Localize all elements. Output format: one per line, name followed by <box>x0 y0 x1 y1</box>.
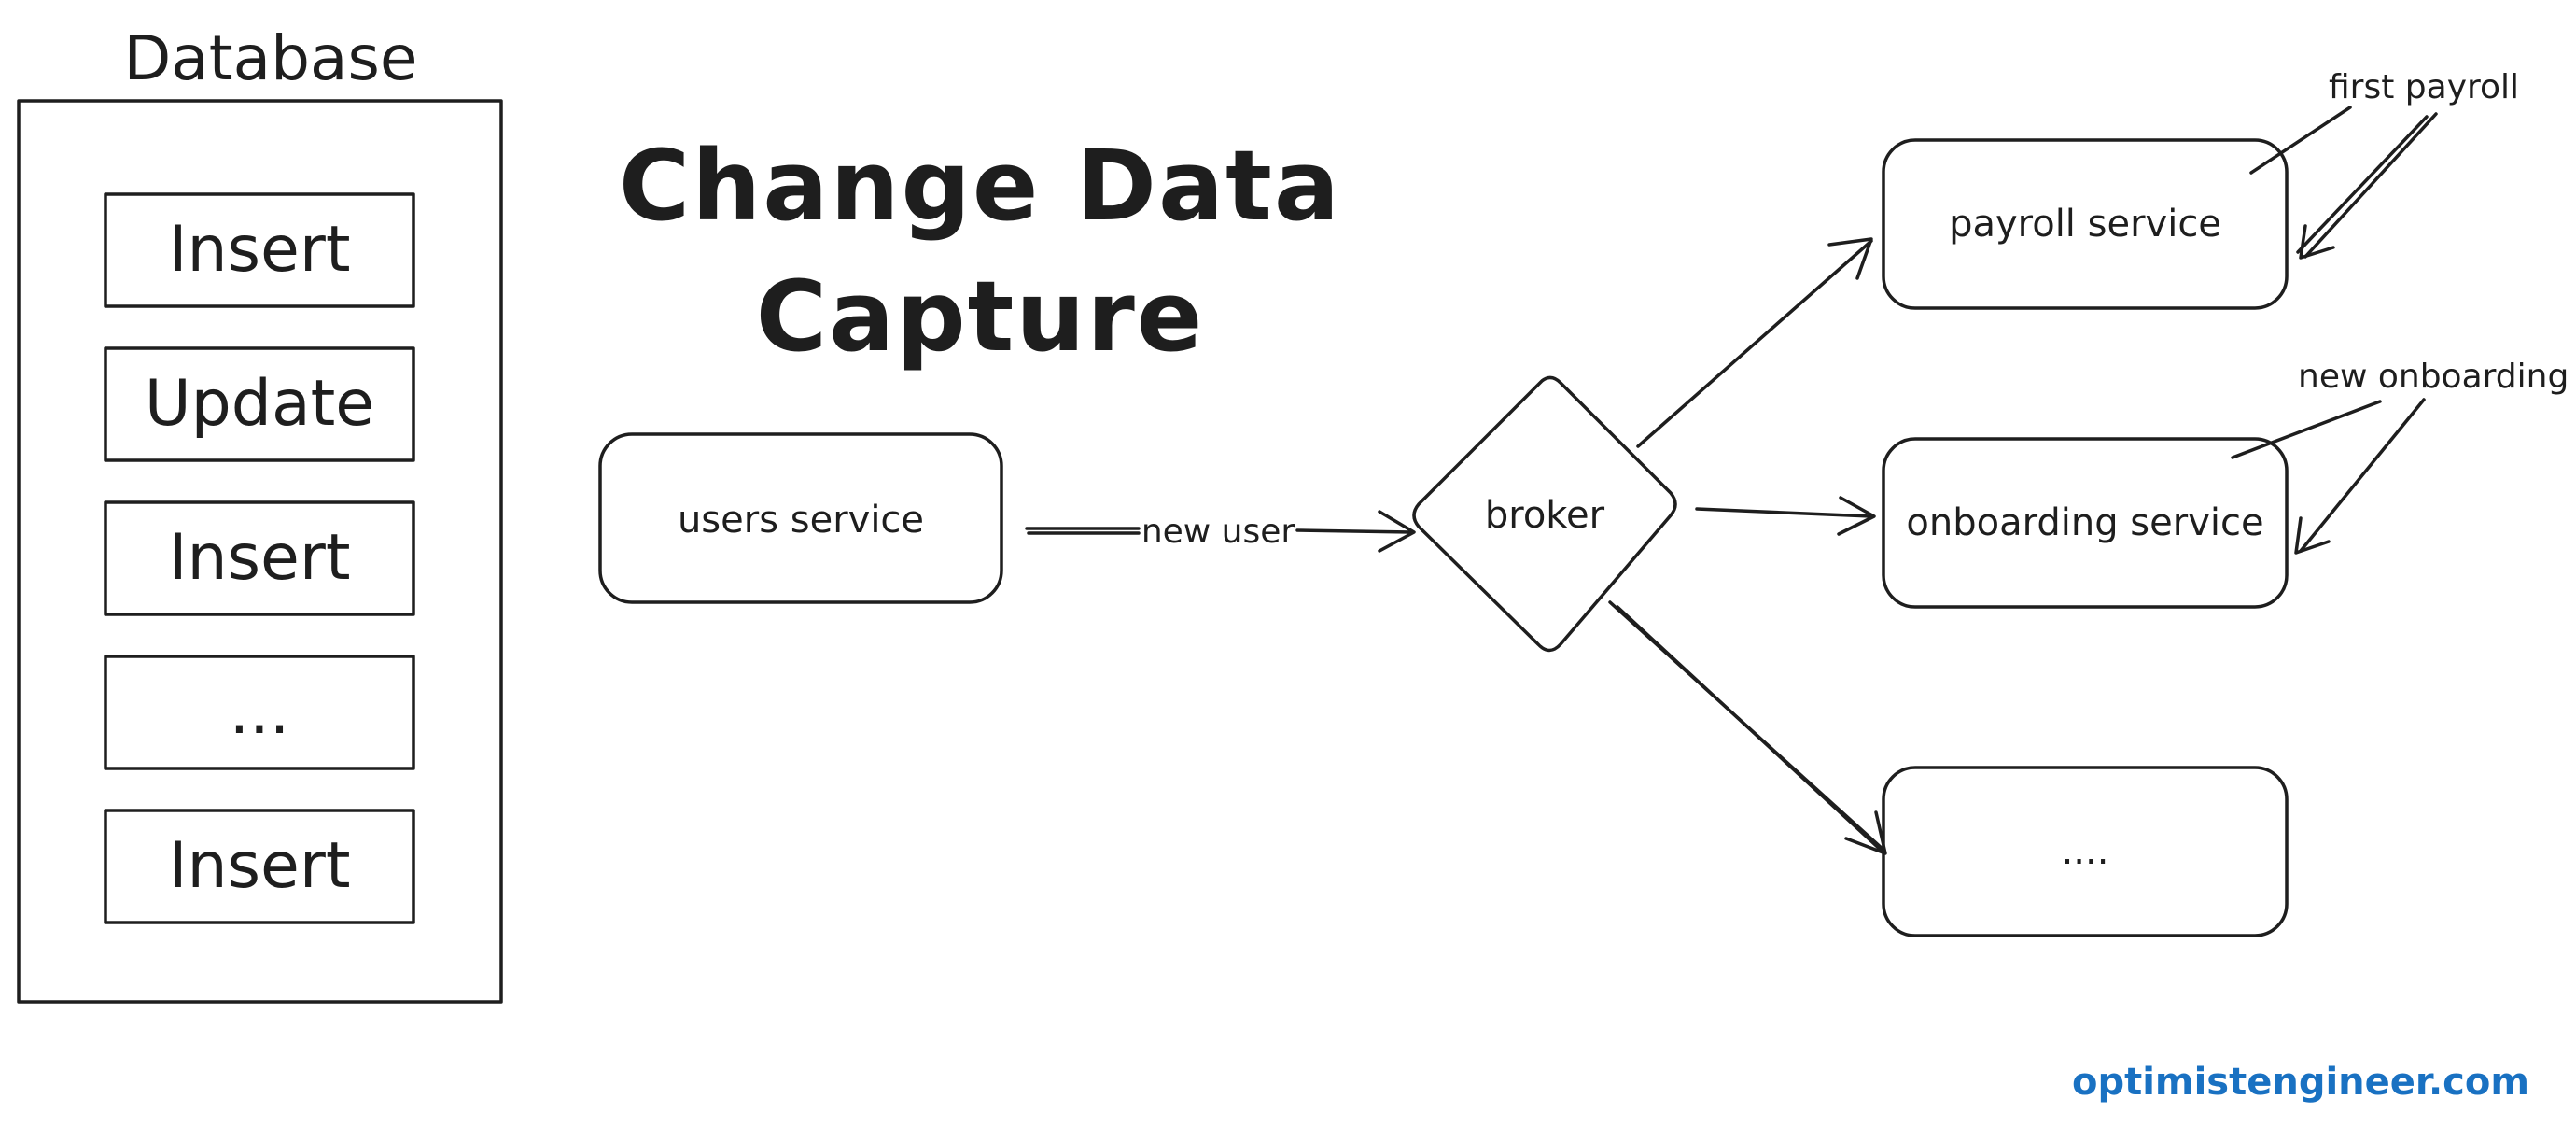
note-new-onboarding-label: new onboarding <box>2298 358 2569 396</box>
onboarding-service-label: onboarding service <box>1906 501 2263 544</box>
database-title: Database <box>124 22 418 94</box>
broker-label: broker <box>1485 494 1605 537</box>
db-op-2: Update <box>104 346 415 462</box>
more-services-label: .... <box>2062 830 2109 873</box>
edge-broker-to-more <box>1608 600 1887 855</box>
edge-broker-to-payroll <box>1636 237 1873 448</box>
db-op-label: Update <box>145 367 374 441</box>
db-op-label: Insert <box>168 213 350 287</box>
db-op-4: ... <box>104 655 415 770</box>
db-op-5: Insert <box>104 809 415 924</box>
users-service-node: users service <box>598 432 1003 604</box>
db-op-1: Insert <box>104 192 415 308</box>
database-container <box>17 99 503 1004</box>
diagram-title-line-2: Capture <box>756 260 1205 373</box>
edge-broker-to-onboarding <box>1695 496 1876 536</box>
note-new-onboarding: new onboarding <box>2231 358 2569 555</box>
db-op-3: Insert <box>104 500 415 616</box>
payroll-service-label: payroll service <box>1949 203 2221 246</box>
edge-label-new-user: new user <box>1141 513 1295 551</box>
watermark-url[interactable]: optimistengineer.com <box>2072 1061 2529 1104</box>
note-first-payroll: first payroll <box>2249 68 2519 260</box>
onboarding-service-node: onboarding service <box>1882 437 2289 609</box>
payroll-service-node: payroll service <box>1882 138 2289 310</box>
more-services-node: .... <box>1882 766 2289 937</box>
diagram-title-line-1: Change Data <box>619 129 1341 243</box>
broker-node: broker <box>1412 375 1677 653</box>
db-op-label: Insert <box>168 521 350 595</box>
users-service-label: users service <box>678 499 924 542</box>
db-op-label: Insert <box>168 829 350 903</box>
note-first-payroll-label: first payroll <box>2329 68 2519 106</box>
db-op-label: ... <box>230 675 290 749</box>
edge-users-to-broker: new user <box>1025 510 1416 553</box>
